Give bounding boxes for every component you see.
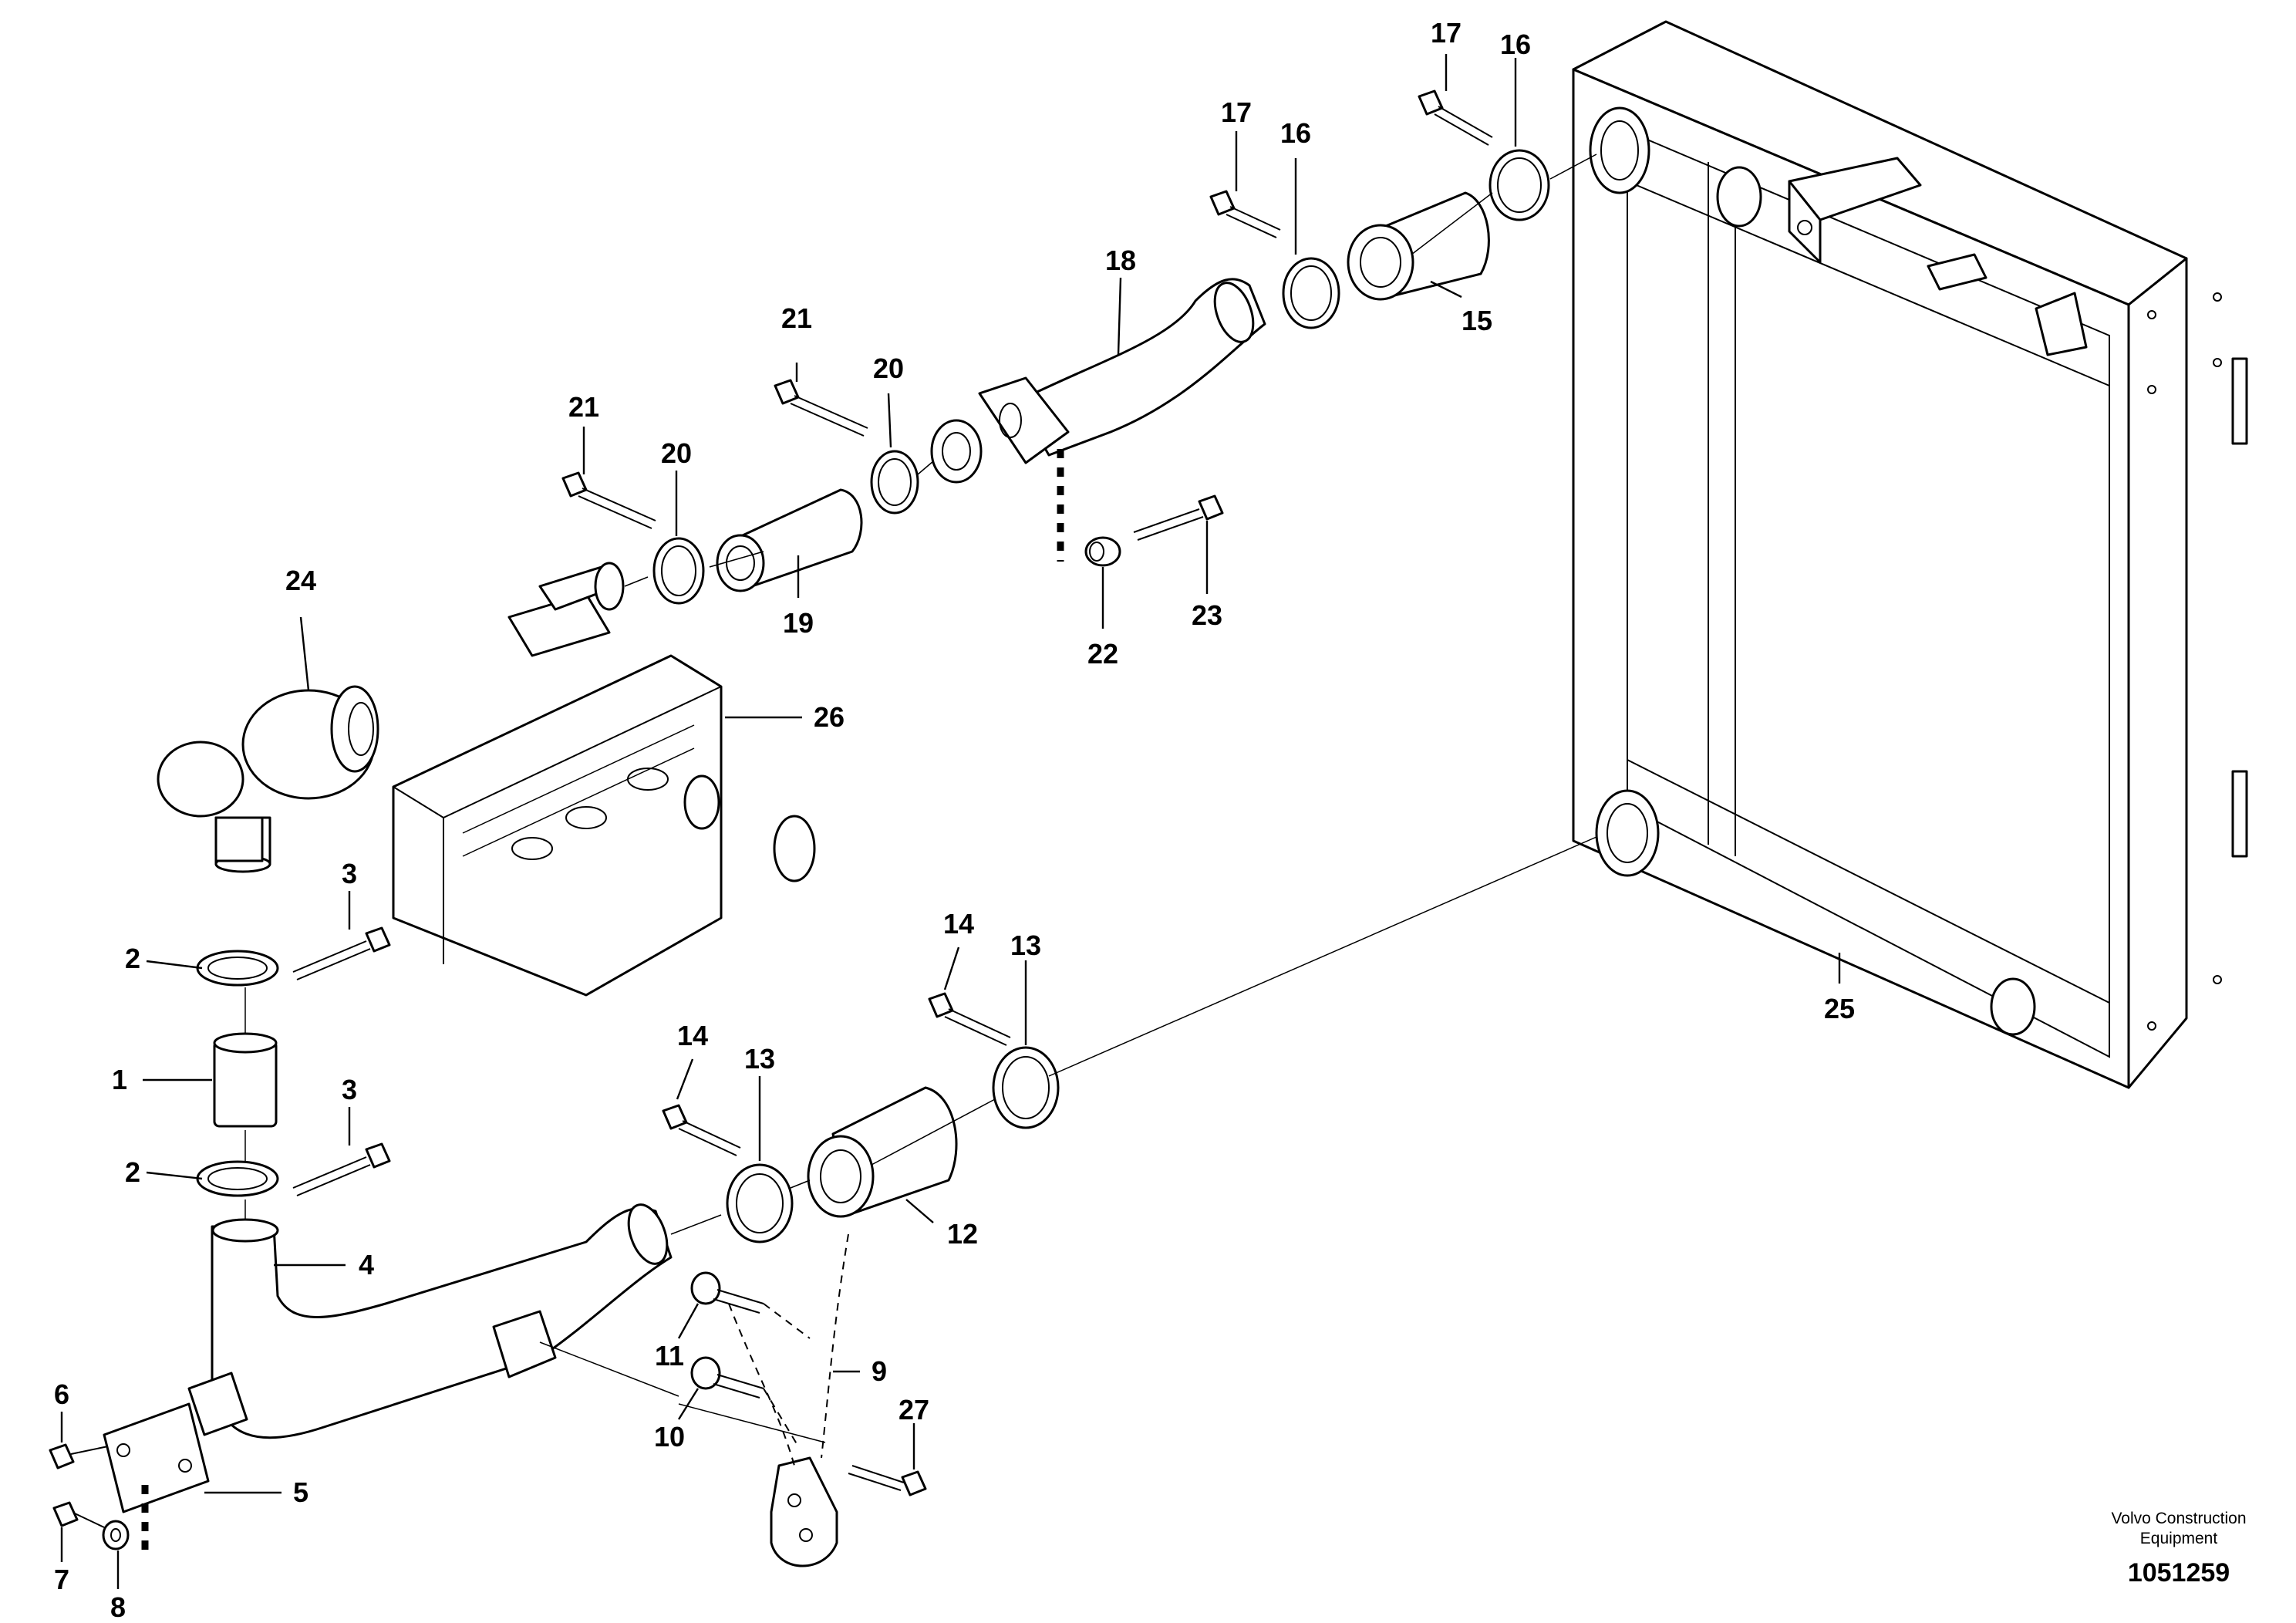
clamp-2-lower — [196, 1160, 279, 1197]
callout-14-upper: 14 — [943, 908, 974, 940]
engine-block — [392, 562, 816, 997]
bolt-17-upper — [1418, 89, 1493, 146]
callout-18: 18 — [1105, 245, 1136, 276]
bolt-6 — [49, 1443, 109, 1469]
callout-labels: 1 2 2 3 3 4 5 6 7 8 9 10 11 12 13 13 14 … — [54, 17, 1855, 1623]
spacer-22 — [1084, 536, 1121, 567]
callout-7: 7 — [54, 1564, 69, 1595]
callout-20-right: 20 — [873, 353, 904, 384]
callout-1: 1 — [112, 1064, 127, 1095]
callout-14-lower: 14 — [677, 1020, 708, 1051]
callout-leaders — [60, 54, 1841, 1589]
brand-name-line1: Volvo Construction — [2111, 1510, 2246, 1527]
bolt-23 — [1133, 494, 1224, 541]
callout-23: 23 — [1192, 599, 1222, 631]
callout-3-lower: 3 — [342, 1074, 357, 1105]
hose-19 — [716, 488, 863, 592]
callout-9: 9 — [872, 1355, 887, 1387]
callout-27: 27 — [899, 1394, 929, 1426]
clamp-13-lower — [726, 1163, 794, 1243]
bolt-3-upper — [292, 926, 391, 980]
hose-15 — [1347, 191, 1490, 301]
pipe-4 — [187, 1203, 673, 1439]
drawing-footer: Volvo Construction Equipment 1051259 — [2111, 1510, 2246, 1588]
bolt-10 — [690, 1356, 764, 1399]
callout-21-right: 21 — [781, 302, 812, 334]
bracket-5 — [103, 1402, 210, 1513]
bolt-27 — [848, 1465, 927, 1496]
hose-1 — [213, 1032, 278, 1128]
pipe-18 — [978, 278, 1266, 464]
callout-17-lower: 17 — [1221, 96, 1252, 128]
pipe-adaptor — [930, 419, 983, 484]
clamp-20-left — [652, 537, 705, 605]
callout-8: 8 — [110, 1591, 126, 1623]
support-9 — [770, 1456, 838, 1567]
bolt-7 — [52, 1501, 105, 1528]
clamp-13-upper — [992, 1046, 1060, 1129]
bolt-11 — [690, 1271, 764, 1314]
washer-8 — [102, 1520, 130, 1550]
callout-26: 26 — [814, 701, 845, 733]
callout-21-left: 21 — [568, 391, 599, 423]
callout-16-lower: 16 — [1280, 117, 1311, 149]
callout-15: 15 — [1462, 305, 1492, 336]
callout-17-upper: 17 — [1431, 17, 1462, 49]
callout-22: 22 — [1087, 638, 1118, 670]
bolt-14-lower — [662, 1104, 741, 1156]
callout-6: 6 — [54, 1378, 69, 1410]
callout-13-upper: 13 — [1010, 930, 1041, 961]
brand-name-line2: Equipment — [2140, 1530, 2218, 1547]
bolt-3-lower — [292, 1142, 391, 1196]
callout-19: 19 — [783, 607, 814, 639]
callout-3-upper: 3 — [342, 858, 357, 889]
clamp-20-right — [870, 450, 919, 515]
callout-2-lower: 2 — [125, 1156, 140, 1188]
callout-4: 4 — [359, 1249, 374, 1281]
drawing-number: 1051259 — [2128, 1558, 2230, 1588]
callout-25: 25 — [1824, 993, 1855, 1024]
charge-air-cooler — [1572, 20, 2248, 1089]
bolt-21-right — [774, 379, 868, 437]
callout-11: 11 — [655, 1340, 684, 1372]
clamp-16-upper — [1489, 149, 1550, 221]
callout-24: 24 — [285, 565, 316, 596]
callout-16-upper: 16 — [1500, 29, 1531, 60]
turbocharger — [157, 685, 379, 873]
callout-20-left: 20 — [661, 437, 692, 469]
bolt-14-upper — [928, 992, 1011, 1046]
callout-13-lower: 13 — [744, 1043, 775, 1075]
clamp-2-upper — [196, 950, 279, 987]
hose-12 — [807, 1086, 958, 1218]
alignment-lines — [244, 154, 1597, 1466]
bolt-21-left — [561, 471, 656, 529]
callout-10: 10 — [654, 1421, 685, 1453]
bolt-17-lower — [1209, 190, 1281, 238]
callout-5: 5 — [293, 1476, 308, 1508]
clamp-16-lower — [1282, 257, 1340, 329]
callout-12: 12 — [947, 1218, 978, 1250]
callout-2-upper: 2 — [125, 943, 140, 974]
